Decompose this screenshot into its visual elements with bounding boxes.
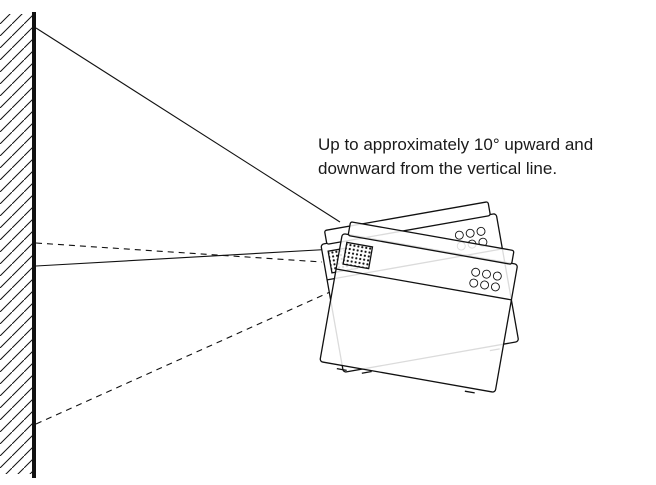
tilt-angle-caption: Up to approximately 10° upward and downw… xyxy=(318,133,654,181)
projection-lines xyxy=(35,27,341,425)
projector-edge xyxy=(336,268,512,301)
projector-foot xyxy=(464,390,475,394)
lower-beam-top-line xyxy=(35,242,323,263)
wall xyxy=(0,12,36,478)
upper-beam-bottom-line xyxy=(35,248,336,267)
caption-line-2: downward from the vertical line. xyxy=(318,159,558,178)
control-panel-buttons xyxy=(469,267,502,292)
projector-lens-grille xyxy=(342,241,374,270)
projector-foot xyxy=(361,370,372,374)
upper-beam-top-line xyxy=(35,27,341,223)
projector-top-panel xyxy=(347,221,515,265)
projector-tilted-down xyxy=(319,221,518,394)
lower-beam-bottom-line xyxy=(35,291,331,425)
caption-line-1: Up to approximately 10° upward and xyxy=(318,135,594,154)
projector-foot xyxy=(336,367,347,371)
wall-hatching xyxy=(0,14,32,474)
